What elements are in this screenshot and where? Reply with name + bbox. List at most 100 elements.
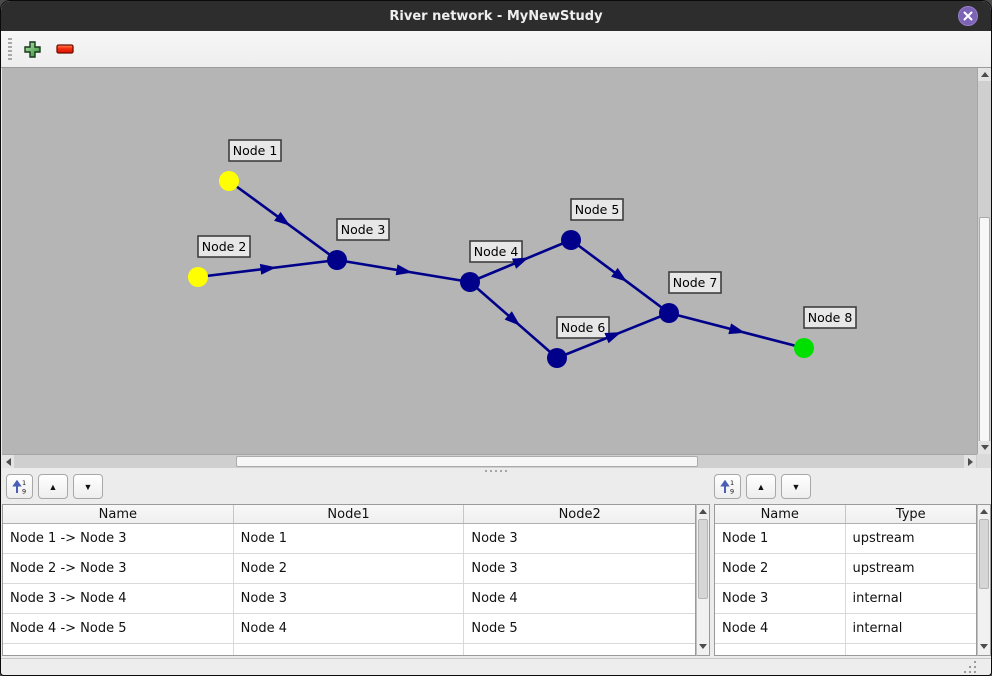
- remove-node-button[interactable]: [53, 37, 77, 61]
- vertical-scroll-handle[interactable]: [979, 519, 989, 589]
- add-node-button[interactable]: [20, 37, 44, 61]
- table-cell[interactable]: [715, 644, 846, 655]
- table-cell[interactable]: Node 4: [471, 591, 518, 606]
- scroll-down-button[interactable]: [978, 640, 990, 653]
- node-label-box: [197, 235, 251, 258]
- river-node[interactable]: [659, 303, 679, 323]
- river-node[interactable]: [794, 338, 814, 358]
- node-label[interactable]: Node 7: [668, 271, 722, 294]
- edge-arrow-icon: [728, 323, 746, 335]
- table-cell[interactable]: Node 3: [471, 531, 518, 546]
- table-row[interactable]: Node 3 internal: [715, 584, 976, 614]
- table-cell[interactable]: Node 2: [234, 554, 465, 583]
- table-cell[interactable]: [3, 644, 234, 655]
- river-node[interactable]: [547, 348, 567, 368]
- table-cell[interactable]: Node 1: [234, 524, 465, 553]
- table-cell[interactable]: Node 3: [471, 561, 518, 576]
- table-row[interactable]: [715, 644, 977, 655]
- table-cell[interactable]: upstream: [852, 561, 915, 576]
- scroll-left-button[interactable]: [2, 455, 14, 468]
- edge-arrow-icon: [395, 264, 413, 276]
- table-cell[interactable]: internal: [852, 591, 903, 606]
- scroll-up-button[interactable]: [978, 68, 991, 81]
- toolbar-drag-handle[interactable]: [8, 38, 12, 60]
- scroll-up-button[interactable]: [978, 505, 990, 518]
- svg-text:9: 9: [22, 487, 26, 495]
- horizontal-scroll-handle[interactable]: [236, 456, 698, 467]
- river-node[interactable]: [561, 230, 581, 250]
- table-row[interactable]: Node 2 upstream: [715, 554, 976, 584]
- sort-ascending-icon: 1 9: [11, 479, 26, 495]
- scroll-right-button[interactable]: [964, 455, 976, 468]
- sort-reaches-button[interactable]: 1 9: [6, 474, 33, 499]
- down-arrow-icon: ▼: [83, 481, 93, 492]
- node-label[interactable]: Node 5: [570, 198, 624, 221]
- move-reach-down-button[interactable]: ▼: [73, 474, 103, 499]
- reach-table-scrollbar[interactable]: [696, 504, 710, 656]
- river-node[interactable]: [188, 267, 208, 287]
- table-cell[interactable]: Node 2 -> Node 3: [3, 554, 234, 583]
- splitter-grip-icon: [485, 469, 507, 472]
- table-cell[interactable]: Node 1: [715, 524, 846, 553]
- move-reach-up-button[interactable]: ▲: [38, 474, 68, 499]
- table-cell[interactable]: Node 4 -> Node 5: [3, 614, 234, 643]
- horizontal-splitter[interactable]: [1, 468, 991, 473]
- scrollbar-corner: [977, 454, 991, 468]
- scroll-down-button[interactable]: [978, 441, 991, 454]
- node-label[interactable]: Node 1: [228, 139, 282, 162]
- river-node[interactable]: [219, 171, 239, 191]
- table-cell[interactable]: Node 5: [471, 621, 518, 636]
- column-header[interactable]: Node2: [558, 506, 601, 522]
- canvas-horizontal-scrollbar[interactable]: [2, 454, 977, 468]
- node-label-box: [570, 198, 624, 221]
- move-node-down-button[interactable]: ▼: [781, 474, 811, 499]
- scroll-down-button[interactable]: [697, 640, 709, 653]
- river-network-canvas[interactable]: Node 1 Node 2 Node 3 Node 4 Node 5 Node 6 Node…: [2, 68, 977, 454]
- table-cell[interactable]: Node 3: [715, 584, 846, 613]
- table-cell[interactable]: Node 3 -> Node 4: [3, 584, 234, 613]
- node-label[interactable]: Node 4: [469, 240, 523, 263]
- river-node[interactable]: [327, 250, 347, 270]
- resize-grip-icon[interactable]: [963, 660, 977, 673]
- table-cell[interactable]: [234, 644, 465, 655]
- vertical-scroll-handle[interactable]: [698, 519, 708, 599]
- node-table-header: Name Type: [715, 505, 976, 524]
- node-label[interactable]: Node 2: [197, 235, 251, 258]
- table-row[interactable]: Node 4 internal: [715, 614, 976, 644]
- node-label[interactable]: Node 8: [803, 306, 857, 329]
- node-label[interactable]: Node 6: [556, 316, 610, 339]
- table-row[interactable]: Node 1 upstream: [715, 524, 976, 554]
- table-cell[interactable]: [846, 644, 977, 655]
- table-cell[interactable]: Node 4: [234, 614, 465, 643]
- vertical-scroll-handle[interactable]: [979, 217, 990, 442]
- canvas-vertical-scrollbar[interactable]: [977, 68, 991, 454]
- column-header[interactable]: Type: [895, 506, 926, 522]
- sort-nodes-button[interactable]: 1 9: [714, 474, 741, 499]
- table-cell[interactable]: internal: [852, 621, 903, 636]
- table-cell[interactable]: [464, 644, 695, 655]
- table-cell[interactable]: upstream: [852, 531, 915, 546]
- column-header[interactable]: Node1: [234, 505, 465, 523]
- close-button[interactable]: [958, 6, 978, 26]
- column-header[interactable]: Name: [715, 505, 846, 523]
- table-cell[interactable]: Node 2: [715, 554, 846, 583]
- scroll-up-button[interactable]: [697, 505, 709, 518]
- titlebar[interactable]: River network - MyNewStudy: [1, 1, 991, 31]
- table-row[interactable]: [3, 644, 695, 655]
- table-cell[interactable]: Node 1 -> Node 3: [3, 524, 234, 553]
- move-node-up-button[interactable]: ▲: [746, 474, 776, 499]
- toolbar: [1, 31, 991, 68]
- table-cell[interactable]: Node 3: [234, 584, 465, 613]
- node-label-box: [228, 139, 282, 162]
- table-cell[interactable]: Node 4: [715, 614, 846, 643]
- column-header[interactable]: Name: [3, 505, 234, 523]
- node-label[interactable]: Node 3: [336, 218, 390, 241]
- node-table-scrollbar[interactable]: [977, 504, 991, 656]
- river-node[interactable]: [460, 272, 480, 292]
